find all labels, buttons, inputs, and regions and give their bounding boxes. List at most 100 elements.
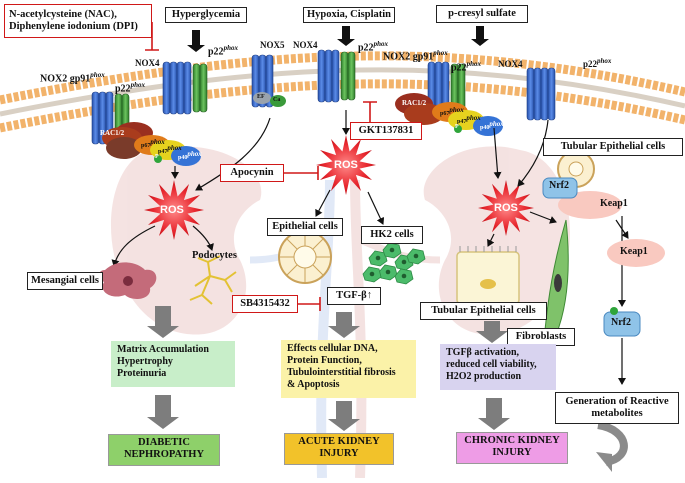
rac12-label-right: RAC1/2 — [402, 99, 427, 107]
effect-left-line-3: Proteinuria — [117, 368, 167, 379]
hk2-cell — [406, 248, 426, 265]
apocynin-box: Apocynin — [220, 164, 284, 182]
mesangial-cells-box: Mesangial cells — [27, 272, 103, 290]
nox4-complex-left — [162, 61, 208, 115]
nox4-label-left: NOX4 — [135, 58, 160, 68]
nox-helix — [547, 67, 556, 121]
nox-helix — [324, 49, 333, 103]
tubular-epithelial-cells-top-label: Tubular Epithelial cells — [560, 141, 666, 153]
connectors — [111, 22, 629, 385]
grey-arrow-effects-to-cki — [478, 398, 510, 430]
phospho-label-left: P — [155, 154, 159, 160]
ros-stars — [144, 135, 534, 240]
podocytes-label: Podocytes — [192, 250, 237, 261]
arrow-ros-to-epithelial — [315, 189, 331, 217]
effect-box-left: Matrix Accumulation Hypertrophy Proteinu… — [111, 341, 235, 387]
nox5-calcium-sites — [253, 92, 286, 107]
p22-label-left: p22phox — [115, 81, 145, 95]
p22-helix — [199, 63, 208, 113]
grey-arrow-tubular-to-effects — [476, 321, 508, 343]
fibroblast-cell-icon — [544, 219, 569, 336]
keap1-free-shape — [607, 239, 665, 267]
ros-star-left — [144, 180, 204, 240]
p47-label-right: p47phox — [457, 114, 481, 125]
hk2-cell — [394, 268, 414, 285]
keap1-label-free: Keap1 — [620, 246, 648, 257]
ros-label-right: ROS — [494, 202, 518, 214]
effect-center-line-1: Effects cellular DNA, — [287, 343, 378, 354]
ros-star-center — [316, 135, 376, 195]
mesangial-cell-icon — [98, 262, 157, 300]
tubular-epithelial-cells-bottom-box: Tubular Epithelial cells — [420, 302, 547, 320]
p67-label-left: p67phox — [141, 138, 165, 149]
outcome-center-line-1: ACUTE KIDNEY — [298, 436, 380, 447]
p47-label-left: p47phox — [158, 144, 182, 155]
p40-label-right: p40phox — [480, 120, 504, 131]
nox4-label-right: NOX4 — [498, 59, 523, 69]
ros-label-left: ROS — [160, 204, 184, 216]
stimulus-arrow-pcresyl — [471, 26, 489, 46]
effect-right-line-1: TGFβ activation, — [446, 347, 520, 358]
p22-label-center: p22phox — [358, 40, 388, 54]
hk2-cells-label: HK2 cells — [370, 229, 414, 241]
p40-label-left: p40phox — [178, 150, 202, 161]
nac-dpi-inhibitor-box: N-acetylcysteine (NAC), Diphenylene iodo… — [4, 4, 152, 38]
nox-helix — [331, 49, 340, 103]
nox-helix — [317, 49, 326, 103]
nox-helix — [526, 67, 535, 121]
arrow-ros-to-fibroblast — [529, 211, 557, 224]
p22-label-c: p22phox — [583, 57, 612, 69]
apocynin-label: Apocynin — [230, 167, 274, 179]
nox-helix — [176, 61, 185, 115]
hk2-cell — [368, 250, 388, 267]
ef-hand-label: EF — [257, 94, 265, 100]
hyperglycemia-box: Hyperglycemia — [165, 7, 247, 23]
p22-label-right: p22phox — [451, 60, 481, 74]
tubular-epithelial-cells-top-box: Tubular Epithelial cells — [543, 138, 683, 156]
podocyte-cell-icon — [189, 255, 237, 305]
arrow-ros-to-tubular — [487, 233, 495, 247]
hk2-cells-box: HK2 cells — [361, 226, 423, 244]
outcome-right-line-2: INJURY — [492, 447, 532, 459]
p22-label-a: p22phox — [208, 44, 238, 58]
keap1-nrf2-complex — [542, 177, 622, 219]
nox4-label-center: NOX4 — [293, 40, 318, 50]
p22-helix — [347, 51, 356, 101]
nac-dpi-label: N-acetylcysteine (NAC), Diphenylene iodo… — [9, 9, 138, 32]
inhibition-apocynin — [284, 166, 319, 180]
nox-helix — [183, 61, 192, 115]
progression-arrows — [147, 306, 510, 431]
grey-arrow-effects-to-aki — [328, 401, 360, 431]
effect-right-line-3: H2O2 production — [446, 371, 522, 382]
nox5-label: NOX5 — [260, 40, 285, 50]
outcome-center-line-2: INJURY — [319, 448, 359, 460]
reactive-metabolites-box: Generation of Reactive metabolites — [555, 392, 679, 424]
epithelial-cells-label: Epithelial cells — [272, 221, 338, 233]
cytosolic-subunits-left — [102, 122, 201, 166]
tubular-epithelial-cells-bottom-label: Tubular Epithelial cells — [431, 305, 536, 317]
curved-arrowhead — [596, 452, 612, 472]
grey-arrow-effects-to-diabetic — [147, 395, 179, 429]
stimulus-arrow-hyperglycemia — [187, 30, 205, 52]
inhibition-nac-dpi — [145, 22, 159, 51]
effect-center-line-4: & Apoptosis — [287, 379, 340, 390]
tubular-epithelial-cell-icon — [456, 246, 520, 305]
nox4-complex-right — [526, 67, 556, 121]
outcome-diabetic-nephropathy: DIABETIC NEPHROPATHY — [108, 434, 220, 466]
hyperglycemia-label: Hyperglycemia — [171, 9, 241, 21]
rac12-label-left: RAC1/2 — [100, 129, 125, 137]
hk2-cell — [362, 266, 382, 283]
nox-helix — [533, 67, 542, 121]
epithelial-tubule-icon — [278, 230, 332, 284]
nox2-complex-right — [427, 61, 466, 115]
nrf2-label-top: Nrf2 — [549, 180, 569, 191]
outcome-acute-kidney-injury: ACUTE KIDNEY INJURY — [284, 433, 394, 465]
effect-center-line-2: Protein Function, — [287, 355, 362, 366]
effect-box-center: Effects cellular DNA, Protein Function, … — [281, 340, 416, 398]
reactive-line-2: metabolites — [591, 408, 643, 419]
gkt137831-label: GKT137831 — [358, 125, 414, 137]
epithelial-cells-box: Epithelial cells — [267, 218, 343, 236]
keap1-label-top: Keap1 — [600, 198, 628, 209]
pcresyl-sulfate-box: p-cresyl sulfate — [436, 5, 528, 23]
